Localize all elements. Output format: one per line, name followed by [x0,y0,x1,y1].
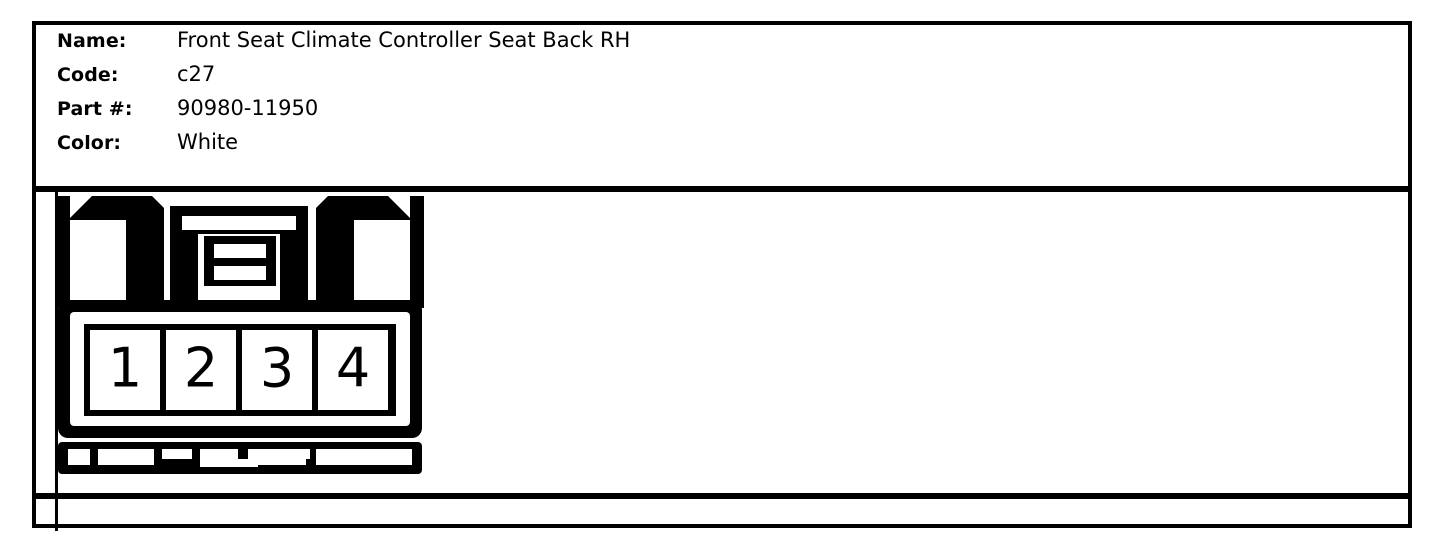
connector-top-left-chamfer [70,196,92,218]
info-row-name: Name: Front Seat Climate Controller Seat… [57,28,1057,62]
connector-latch [170,206,308,308]
color-label: Color: [57,132,122,154]
connector-latch-slot-upper [182,216,296,230]
code-value: c27 [177,62,216,86]
pin-cavity-2[interactable] [166,330,236,410]
pin-cavity-4[interactable] [318,330,388,410]
info-row-part-number: Part #: 90980-11950 [57,96,1057,130]
pin-cavity-1[interactable] [90,330,160,410]
flange-notch-right-end [390,449,412,465]
divider-under-info [32,186,1412,192]
flange-notch-d [200,459,258,467]
connector-latch-slot-2 [214,266,266,280]
divider-left-gutter [55,186,58,531]
code-label: Code: [57,64,119,86]
divider-above-footer [32,493,1412,499]
name-label: Name: [57,30,127,52]
connector-top-left-tab-window [70,220,126,304]
flange-notch-f [280,449,310,459]
pin-label-2: 2 [184,337,218,400]
flange-notch-g [316,449,390,465]
name-value: Front Seat Climate Controller Seat Back … [177,28,631,52]
part-number-label: Part #: [57,98,133,120]
pin-label-3: 3 [260,337,294,400]
connector-top-right-chamfer [388,196,410,218]
pin-label-1: 1 [108,337,142,400]
flange-notch-a [98,449,154,465]
component-info-block: Name: Front Seat Climate Controller Seat… [57,28,1057,164]
connector-latch-slot-1 [214,244,266,258]
pin-label-4: 4 [336,337,370,400]
info-row-code: Code: c27 [57,62,1057,96]
connector-top-right-tab-window [354,220,410,304]
pin-cavity-3[interactable] [242,330,312,410]
connector-diagram: 1 2 3 4 [52,188,428,480]
connector-svg: 1 2 3 4 [56,196,424,474]
part-number-value: 90980-11950 [177,96,319,120]
flange-notch-left-end [68,449,90,465]
color-value: White [177,130,239,154]
flange-notch-b [162,449,192,459]
info-row-color: Color: White [57,130,1057,164]
